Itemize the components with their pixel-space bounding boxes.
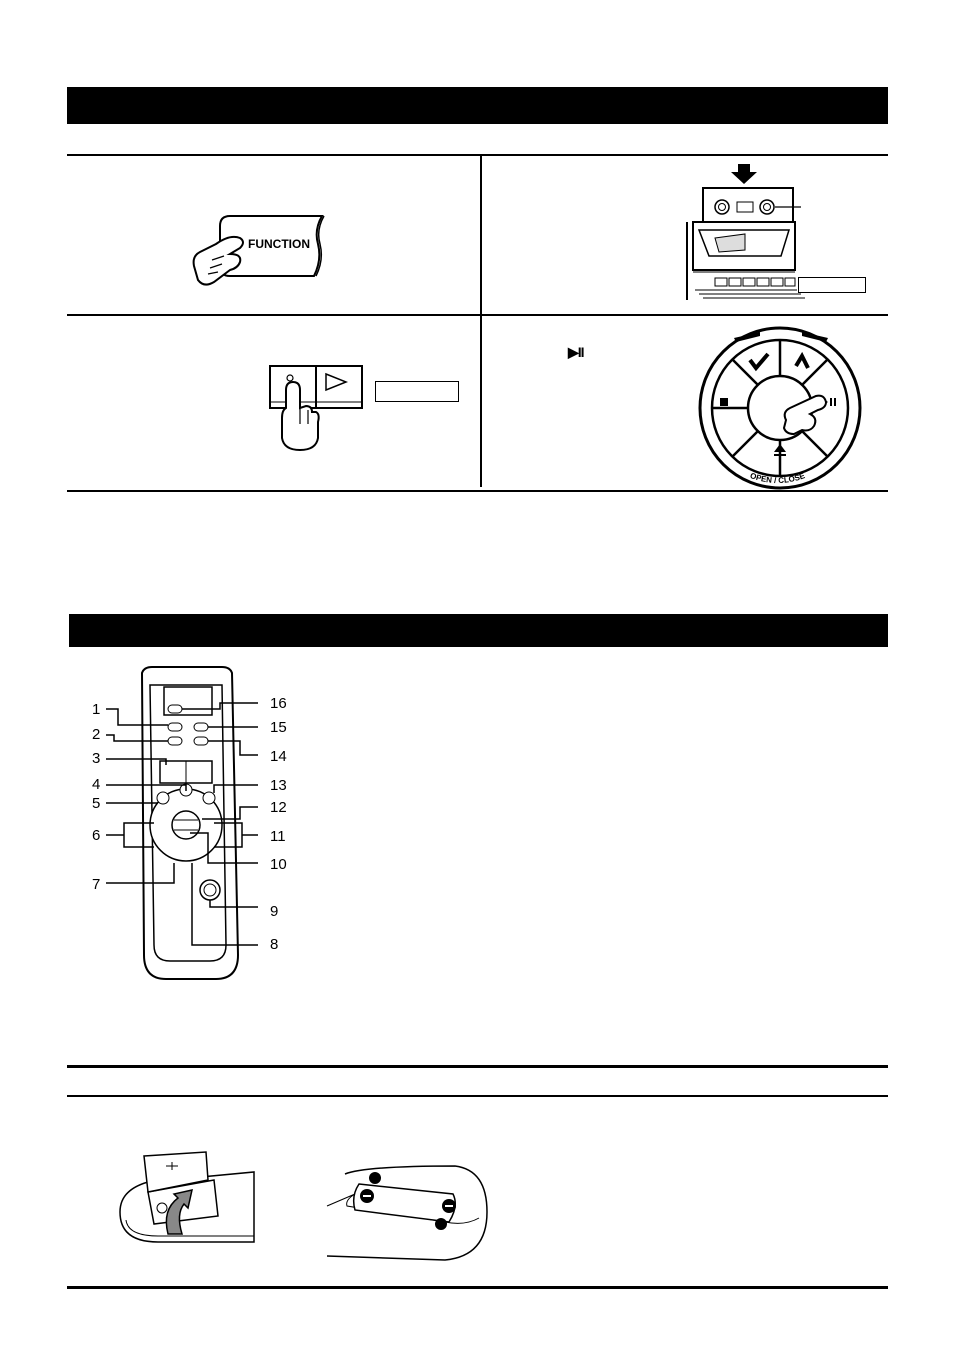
callout-7: 7 [92, 876, 101, 893]
battery-polarity-illustration [326, 1165, 488, 1261]
panel-bottom-line [67, 490, 888, 492]
callout-5: 5 [92, 795, 101, 812]
callout-10: 10 [270, 856, 287, 873]
callout-13: 13 [270, 777, 287, 794]
panel-top-line [67, 154, 888, 156]
remote-control-illustration [106, 666, 258, 980]
svg-text:OPEN / CLOSE: OPEN / CLOSE [749, 471, 807, 485]
function-label: FUNCTION [248, 237, 310, 251]
panel-middle-line [67, 314, 888, 316]
callout-3: 3 [92, 750, 101, 767]
cd-control-dial: OPEN / CLOSE [698, 326, 862, 490]
callout-2: 2 [92, 726, 101, 743]
panel-divider [480, 155, 482, 487]
callout-6: 6 [92, 827, 101, 844]
open-close-label: OPEN / CLOSE [749, 471, 807, 485]
callout-16: 16 [270, 695, 287, 712]
callout-12: 12 [270, 799, 287, 816]
record-label-box [375, 381, 459, 402]
battery-cover-open-illustration [119, 1151, 255, 1243]
battery-section-rule [67, 1095, 888, 1097]
record-play-illustration [269, 365, 363, 452]
battery-section-top-rule [67, 1065, 888, 1068]
function-button-illustration: FUNCTION [192, 215, 325, 286]
page-bottom-rule [67, 1286, 888, 1289]
callout-14: 14 [270, 748, 287, 765]
cassette-deck-illustration [686, 164, 805, 300]
callout-8: 8 [270, 936, 279, 953]
tape-label-box [798, 277, 866, 293]
callout-11: 11 [270, 828, 286, 845]
section-header-bar-1 [67, 87, 888, 124]
section-header-bar-2 [69, 614, 888, 647]
play-pause-symbol: ▶II [568, 344, 585, 360]
callout-15: 15 [270, 719, 287, 736]
callout-9: 9 [270, 903, 279, 920]
callout-1: 1 [92, 701, 101, 718]
callout-4: 4 [92, 776, 101, 793]
